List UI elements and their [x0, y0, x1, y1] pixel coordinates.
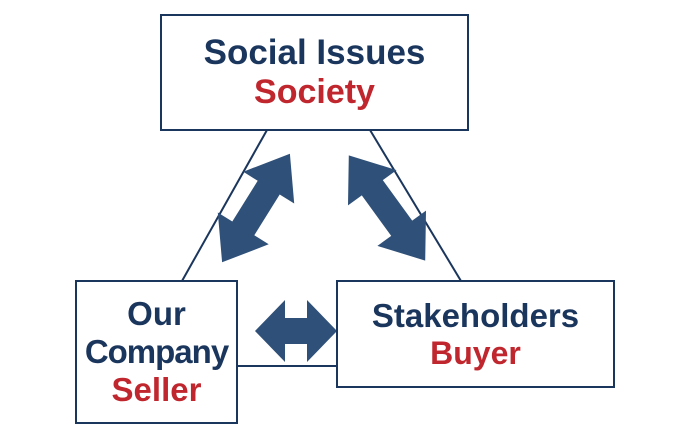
node-subtitle: Society	[254, 73, 375, 112]
double-arrow-company-stakeholders	[255, 300, 337, 362]
double-arrow-social-company	[217, 153, 295, 263]
node-our-company: Our Company Seller	[75, 280, 238, 424]
node-subtitle: Buyer	[430, 334, 521, 371]
double-arrow-social-stakeholders	[348, 155, 426, 261]
connector-social-company	[181, 129, 268, 282]
node-stakeholders: Stakeholders Buyer	[336, 280, 615, 388]
node-title-line1: Our	[127, 295, 186, 333]
node-title: Social Issues	[203, 32, 426, 72]
connector-social-stakeholders	[369, 129, 462, 282]
node-title-line2: Company	[84, 333, 229, 371]
node-title: Stakeholders	[371, 296, 580, 334]
node-subtitle: Seller	[111, 370, 202, 408]
node-social-issues: Social Issues Society	[160, 14, 469, 131]
